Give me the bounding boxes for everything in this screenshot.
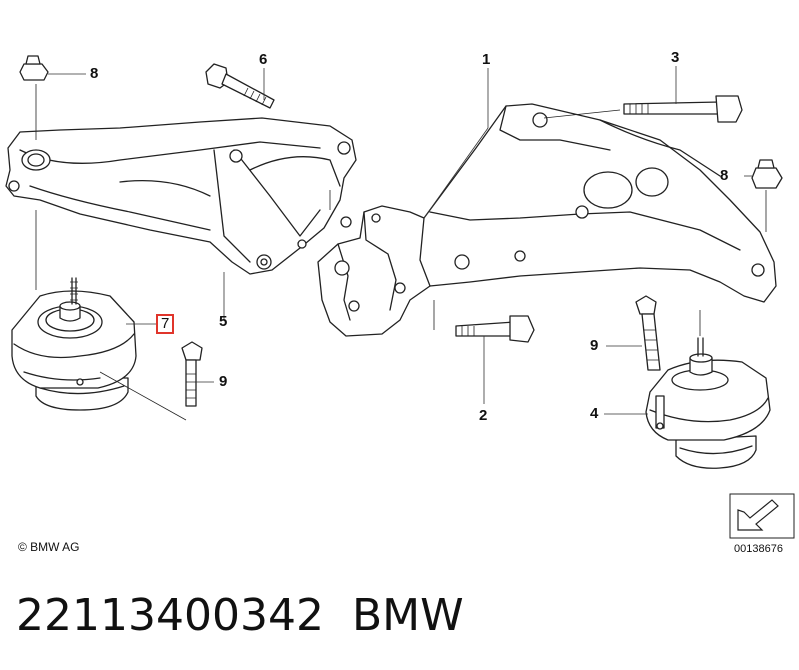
callout-8-left[interactable]: 8 [90, 65, 99, 82]
leader-lines [35, 66, 767, 421]
nut-8-left [19, 55, 49, 81]
view-direction-icon [729, 493, 795, 539]
brand-name: BMW [352, 590, 464, 641]
nut-8-right [751, 159, 783, 189]
engine-mount-left [11, 277, 137, 411]
bolt-3 [623, 95, 743, 123]
engine-mount-right [645, 337, 771, 469]
bolt-9-right [635, 295, 661, 371]
copyright-notice: © BMW AG [18, 540, 80, 554]
callout-1[interactable]: 1 [482, 51, 491, 68]
part-number: 22113400342 [16, 590, 324, 641]
callout-7-highlighted[interactable]: 7 [156, 314, 175, 334]
engine-support-bracket-right [317, 103, 777, 337]
bolt-9-left [181, 341, 203, 407]
drawing-number: 00138676 [734, 543, 783, 555]
callout-2[interactable]: 2 [479, 407, 488, 424]
callout-4[interactable]: 4 [590, 405, 599, 422]
bolt-2 [455, 315, 535, 343]
bolt-6 [205, 63, 275, 109]
callout-8-right[interactable]: 8 [720, 167, 729, 184]
callout-3[interactable]: 3 [671, 49, 680, 66]
callout-6[interactable]: 6 [259, 51, 268, 68]
engine-support-bracket-left [5, 117, 357, 275]
callout-9-right[interactable]: 9 [590, 337, 599, 354]
callout-5[interactable]: 5 [219, 313, 228, 330]
callout-9-left[interactable]: 9 [219, 373, 228, 390]
